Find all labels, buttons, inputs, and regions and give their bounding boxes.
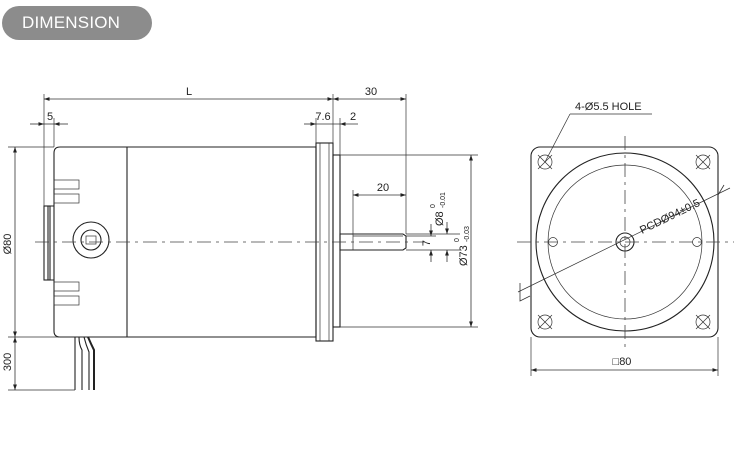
pcd-arrow-right (717, 184, 725, 196)
pcd-leader-line (517, 187, 731, 293)
dim-shaft-dia-text: Ø8 0 -0.01 (430, 192, 447, 226)
dim-shaft-dia-upper: 0 (430, 204, 437, 208)
section-title: DIMENSION (22, 13, 121, 32)
dim-end-cap-label: 5 (47, 111, 53, 123)
mounting-hole (695, 154, 711, 170)
lead-wire (87, 336, 95, 390)
rear-bracket (47, 205, 54, 281)
dim-flange-label: 7.6 (315, 111, 330, 123)
dim-shaft-length-label: 30 (365, 86, 377, 98)
dim-lead-length-label: 300 (2, 353, 14, 371)
pcd-arrow-left (519, 283, 531, 302)
dim-pilot-dia-label: Ø73 (458, 245, 470, 266)
terminal-screw (85, 235, 97, 245)
output-shaft (339, 233, 407, 251)
front-view: 4-Ø5.5 HOLE PCDØ94±0.5 □80 (517, 101, 734, 376)
dim-key-length-label: 20 (377, 182, 389, 194)
mounting-hole (537, 314, 553, 330)
dim-shaft-dia-label: Ø8 (434, 211, 446, 226)
side-view: L 30 5 7.6 2 20 7 Ø8 0 -0.01 (2, 86, 478, 391)
dim-pilot-label: 2 (350, 111, 356, 123)
dim-shaft-dia-lower: -0.01 (440, 192, 447, 208)
section-title-pill: DIMENSION (2, 6, 152, 40)
dim-flat-label: 7 (421, 240, 433, 246)
terminal-tab (53, 281, 80, 292)
terminal-tab (53, 193, 80, 204)
hole-leader-line (544, 113, 571, 163)
hole-label: 4-Ø5.5 HOLE (575, 101, 642, 113)
dim-height-label: Ø80 (2, 234, 14, 255)
terminal-grommet (72, 221, 110, 259)
terminal-tab (53, 295, 80, 306)
flange-pilot (332, 154, 341, 328)
dim-pilot-dia-upper: 0 (454, 238, 461, 242)
lead-wire (83, 336, 90, 390)
dim-pilot-dia-lower: -0.03 (464, 226, 471, 242)
lead-wire (78, 336, 83, 390)
terminal-tab (53, 179, 80, 190)
terminal-grommet-inner (80, 229, 102, 251)
square-label: □80 (613, 356, 632, 368)
dim-length-label: L (186, 86, 192, 98)
rear-bracket-plate (43, 205, 51, 281)
mounting-hole (695, 314, 711, 330)
pcd-label: PCDØ94±0.5 (638, 197, 702, 236)
dim-pilot-dia-text: Ø73 0 -0.03 (454, 226, 471, 266)
